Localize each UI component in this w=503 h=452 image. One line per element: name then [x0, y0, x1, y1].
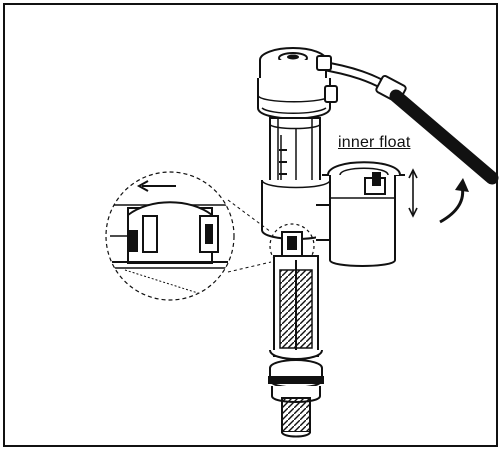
base-nut — [268, 359, 324, 403]
inner-float-label: inner float — [338, 134, 411, 151]
curved-arrow-icon — [439, 178, 469, 224]
inner-float — [316, 161, 405, 267]
left-arrow-icon — [136, 180, 176, 192]
zoom-detail — [105, 171, 235, 301]
small-latch — [281, 231, 303, 257]
detail-marker — [269, 223, 315, 269]
diagram-frame — [3, 3, 498, 447]
valve-cap — [257, 47, 338, 120]
lower-tube — [269, 255, 323, 360]
threaded-shank — [281, 397, 311, 438]
lever-arm — [317, 60, 499, 185]
zoom-leader-lines — [227, 199, 272, 273]
up-down-arrow-icon — [408, 168, 418, 218]
